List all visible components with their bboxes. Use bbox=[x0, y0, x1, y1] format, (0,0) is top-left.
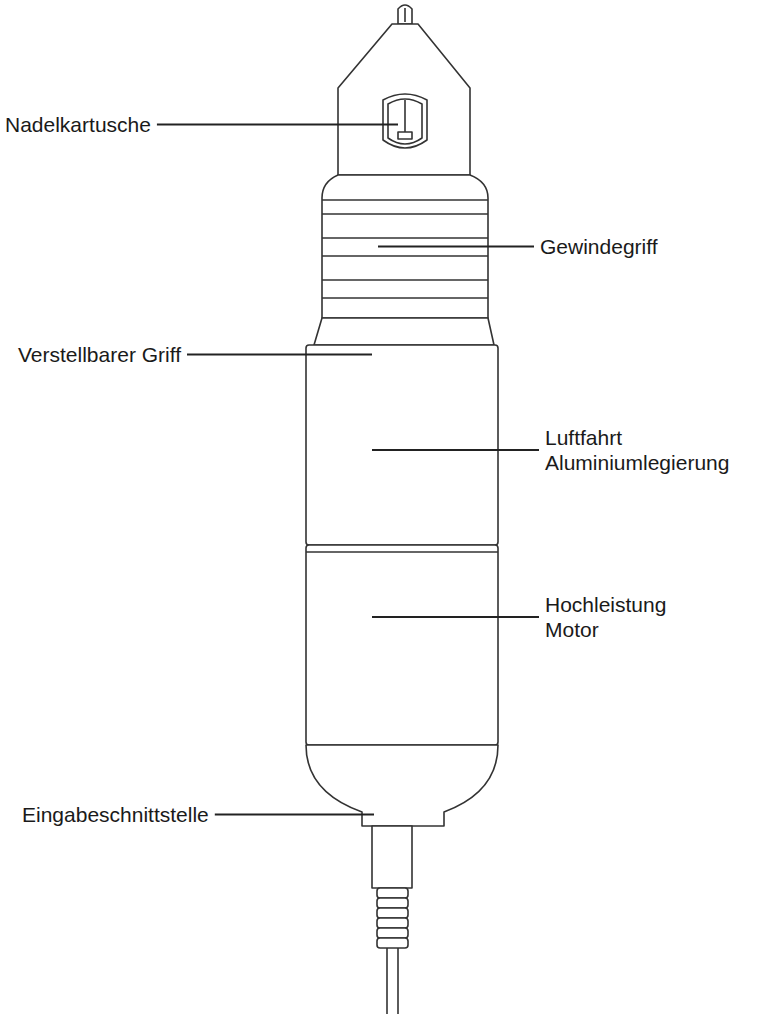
thread-groove bbox=[322, 297, 488, 299]
needle-cartridge bbox=[338, 24, 470, 175]
adjustable-grip bbox=[314, 318, 494, 345]
relief-ring bbox=[377, 938, 408, 948]
cartridge-window bbox=[383, 94, 427, 148]
thread-groove bbox=[322, 237, 488, 239]
part-label: Luftfahrt Aluminiumlegierung bbox=[545, 425, 729, 475]
leader-line bbox=[372, 449, 539, 451]
cable bbox=[386, 948, 388, 1014]
thread-groove bbox=[322, 255, 488, 257]
relief-ring bbox=[377, 928, 408, 938]
part-label: Hochleistung Motor bbox=[545, 592, 666, 642]
part-label: Gewindegriff bbox=[540, 234, 658, 259]
grip-grooves bbox=[322, 200, 488, 298]
relief-ring bbox=[377, 908, 408, 918]
leader-line bbox=[215, 814, 374, 816]
part-label: Nadelkartusche bbox=[5, 112, 151, 137]
leader-line bbox=[378, 246, 534, 248]
cable bbox=[397, 948, 399, 1014]
relief-ring bbox=[377, 888, 408, 898]
relief-ring bbox=[377, 918, 408, 928]
leader-line bbox=[372, 616, 539, 618]
cartridge-window-inner bbox=[388, 99, 422, 144]
part-label: Eingabeschnittstelle bbox=[22, 802, 209, 827]
relief-ring bbox=[377, 898, 408, 908]
motor-housing bbox=[306, 545, 498, 745]
part-label: Verstellbarer Griff bbox=[18, 342, 181, 367]
strain-relief bbox=[377, 888, 408, 948]
needle-tip bbox=[398, 5, 412, 24]
housing-seam bbox=[306, 551, 498, 553]
needle bbox=[404, 8, 406, 22]
input-connector bbox=[372, 826, 412, 888]
leader-line bbox=[157, 124, 398, 126]
aluminium-body bbox=[306, 345, 498, 545]
needle-bar bbox=[404, 100, 406, 132]
thread-groove bbox=[322, 213, 488, 215]
thread-groove bbox=[322, 199, 488, 201]
needle-base bbox=[398, 132, 412, 139]
leader-line bbox=[187, 354, 372, 356]
thread-groove bbox=[322, 279, 488, 281]
